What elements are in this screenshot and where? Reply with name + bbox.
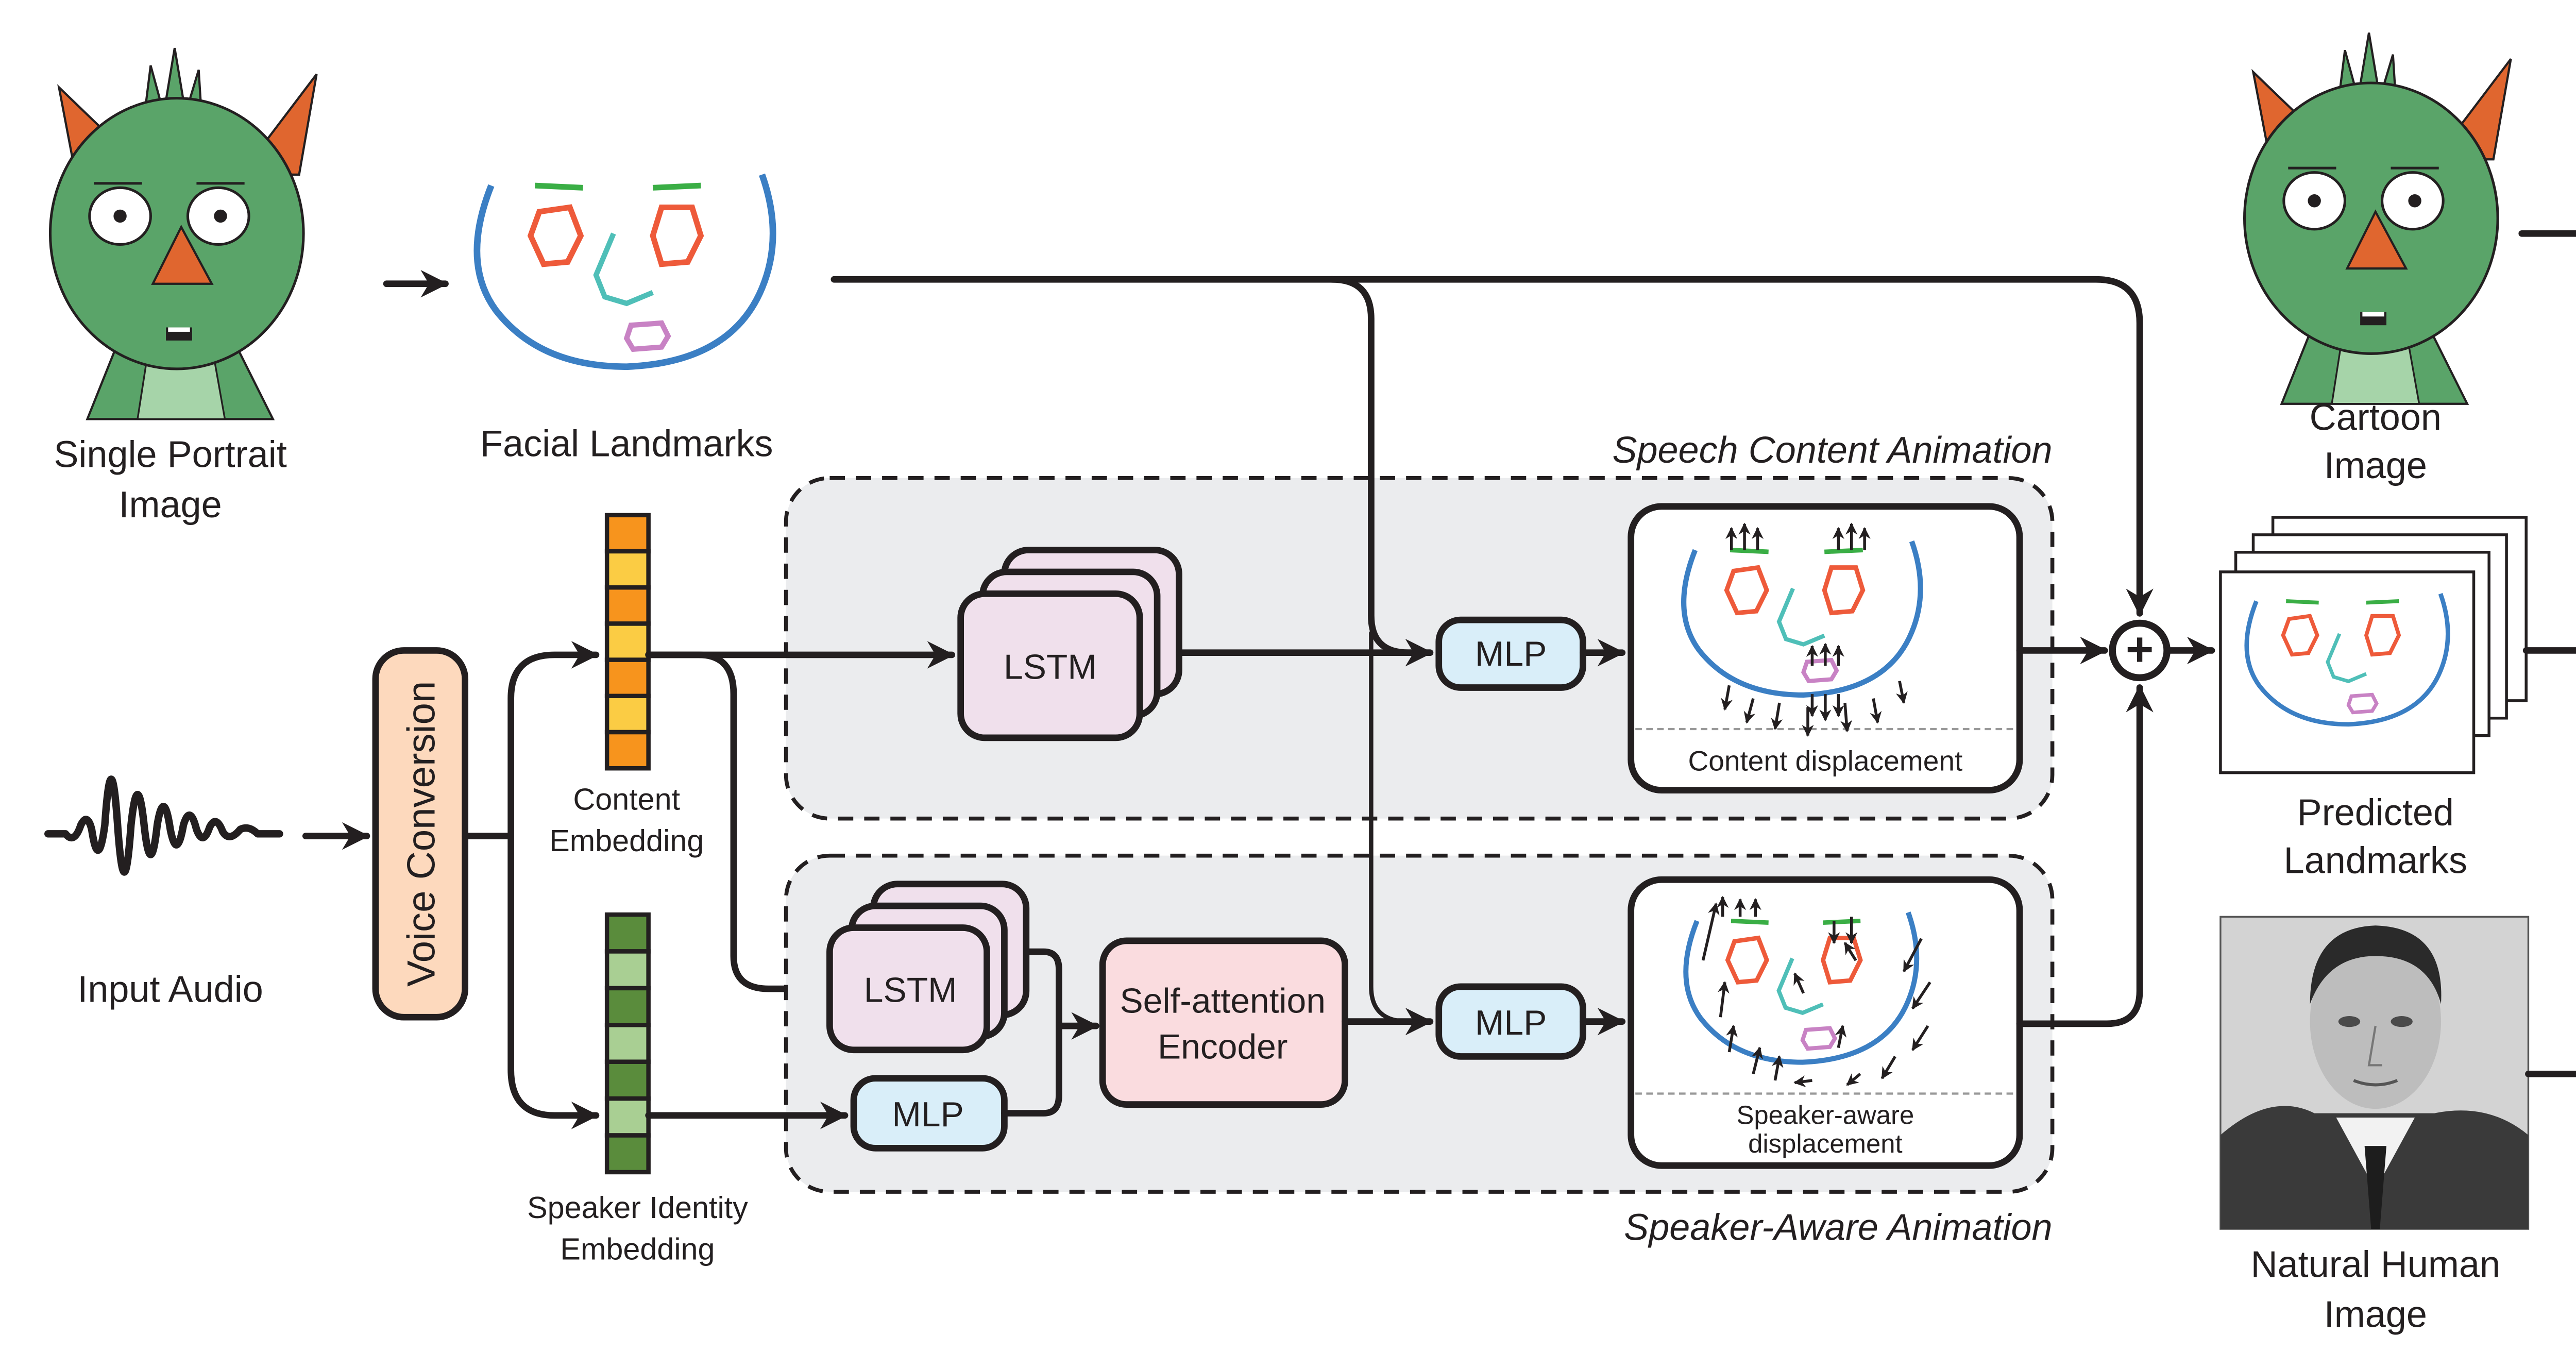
speaker-aware-mlp-block: MLP xyxy=(1435,983,1586,1060)
displacement-arrow xyxy=(1896,681,1908,704)
content-embedding-cell xyxy=(604,730,651,771)
speaker-embedding-cell xyxy=(604,949,651,991)
displacement-arrow xyxy=(1870,698,1882,724)
speaker-embedding-label-line1: Speaker Identity xyxy=(527,1190,748,1225)
vc-to-content-arrow xyxy=(507,641,600,839)
speaker-lstm-stack: LSTM xyxy=(826,881,1030,1054)
displacement-arrow xyxy=(1771,702,1783,731)
speaker-displacement-label-line2: displacement xyxy=(1748,1129,1903,1158)
content-lstm-stack: LSTM xyxy=(957,547,1182,741)
cartoon-label-line2: Image xyxy=(2324,445,2427,486)
displacement-arrow xyxy=(1903,938,1923,973)
content-embedding-cell xyxy=(604,585,651,626)
speaker-mlp-label: MLP xyxy=(892,1095,963,1134)
content-embedding-cell xyxy=(604,621,651,662)
content-mlp-label: MLP xyxy=(1475,635,1547,673)
natural-human-image xyxy=(2219,916,2530,1230)
predicted-label-line2: Landmarks xyxy=(2284,840,2467,882)
human-label-line1: Natural Human xyxy=(2251,1244,2500,1285)
voice-conversion-block: Voice Conversion xyxy=(372,647,469,1021)
predicted-landmarks-stack xyxy=(2219,516,2528,774)
speaker-embedding-label-line2: Embedding xyxy=(560,1231,715,1266)
landmarks-to-speaker-mlp-arrow xyxy=(1369,631,1433,1031)
content-displacement-panel: Content displacement xyxy=(1628,503,2023,793)
displacement-arrow xyxy=(1743,698,1755,724)
human-wire xyxy=(2525,1070,2576,1077)
content-embedding-cell xyxy=(604,513,651,554)
cartoon-image xyxy=(2245,33,2511,404)
speaker-disp-to-sum-arrow xyxy=(2016,684,2154,1027)
cartoon-wire xyxy=(2518,230,2576,654)
self-attention-encoder-block: Self-attention Encoder xyxy=(1099,937,1348,1108)
displacement-arrow xyxy=(1793,1075,1812,1088)
content-to-speaker-lstm-arrow xyxy=(645,651,824,1003)
content-embedding-label-line2: Embedding xyxy=(549,823,704,858)
displacement-arrow xyxy=(1771,1055,1784,1081)
speaker-embedding-cell xyxy=(604,1023,651,1064)
speaker-displacement-arrows-icon xyxy=(1701,895,1931,1088)
content-embedding-label-line1: Content xyxy=(573,782,680,817)
sum-node: + xyxy=(2109,619,2171,682)
speaker-embedding-cell xyxy=(604,1059,651,1101)
speech-content-title: Speech Content Animation xyxy=(1612,430,2052,471)
displacement-arrow xyxy=(1793,972,1805,994)
displacement-arrow xyxy=(1751,1046,1763,1074)
audio-waveform-icon xyxy=(44,775,283,876)
portrait-label-line2: Image xyxy=(118,484,222,526)
content-displacement-arrows-icon xyxy=(1721,522,1908,737)
displacement-arrow xyxy=(1843,942,1857,961)
speaker-lstm-label: LSTM xyxy=(864,971,957,1010)
speaker-displacement-label-line1: Speaker-aware xyxy=(1736,1101,1914,1130)
human-label-line2: Image xyxy=(2324,1294,2427,1336)
content-embedding-cell xyxy=(604,657,651,699)
speaker-aware-mlp-label: MLP xyxy=(1475,1004,1547,1042)
displacement-arrow xyxy=(1721,685,1733,711)
speaker-identity-embedding-vector xyxy=(604,912,651,1175)
content-embedding-cell xyxy=(604,549,651,590)
speaker-embedding-cell xyxy=(604,1096,651,1138)
displacement-arrow xyxy=(1840,702,1853,733)
displacement-arrow xyxy=(1846,1073,1861,1086)
displacement-arrow xyxy=(1717,981,1730,1018)
displacement-arrow xyxy=(1701,902,1720,961)
encoder-label-line1: Self-attention xyxy=(1120,982,1325,1021)
input-audio-label: Input Audio xyxy=(77,969,263,1010)
content-embedding-vector xyxy=(604,513,651,771)
displacement-arrow xyxy=(1911,1025,1929,1051)
facial-landmarks-label: Facial Landmarks xyxy=(480,423,773,464)
predicted-label-line1: Predicted xyxy=(2297,792,2454,833)
speaker-aware-title: Speaker-Aware Animation xyxy=(1624,1207,2052,1248)
content-embedding-cell xyxy=(604,694,651,735)
voice-conversion-label: Voice Conversion xyxy=(399,681,443,987)
cartoon-label-line1: Cartoon xyxy=(2310,397,2442,438)
speaker-aware-displacement-panel: Speaker-aware displacement xyxy=(1628,876,2023,1169)
speaker-embedding-cell xyxy=(604,1133,651,1175)
content-lstm-label: LSTM xyxy=(1004,648,1097,687)
speaker-embedding-cell xyxy=(604,986,651,1027)
landmarks-to-sum-arrow xyxy=(831,276,2154,617)
sum-symbol: + xyxy=(2126,622,2154,676)
displacement-arrow xyxy=(1880,1056,1896,1079)
landmarks-to-content-mlp-arrow xyxy=(1328,276,1434,667)
speaker-embedding-cell xyxy=(604,912,651,954)
content-mlp-block: MLP xyxy=(1435,616,1586,691)
speaker-mlp-block: MLP xyxy=(850,1075,1008,1152)
displacement-arrow xyxy=(1726,1024,1738,1053)
facial-landmarks xyxy=(477,175,773,367)
lstm-mlp-merge-wire xyxy=(1001,948,1062,1117)
displacement-arrow xyxy=(1911,981,1931,1010)
vc-to-speaker-arrow xyxy=(507,833,600,1129)
content-displacement-label: Content displacement xyxy=(1688,745,1962,776)
displacement-arrow xyxy=(1835,1024,1847,1049)
portrait-label-line1: Single Portrait xyxy=(54,434,286,476)
encoder-label-line2: Encoder xyxy=(1158,1028,1288,1067)
single-portrait-image xyxy=(50,48,316,419)
